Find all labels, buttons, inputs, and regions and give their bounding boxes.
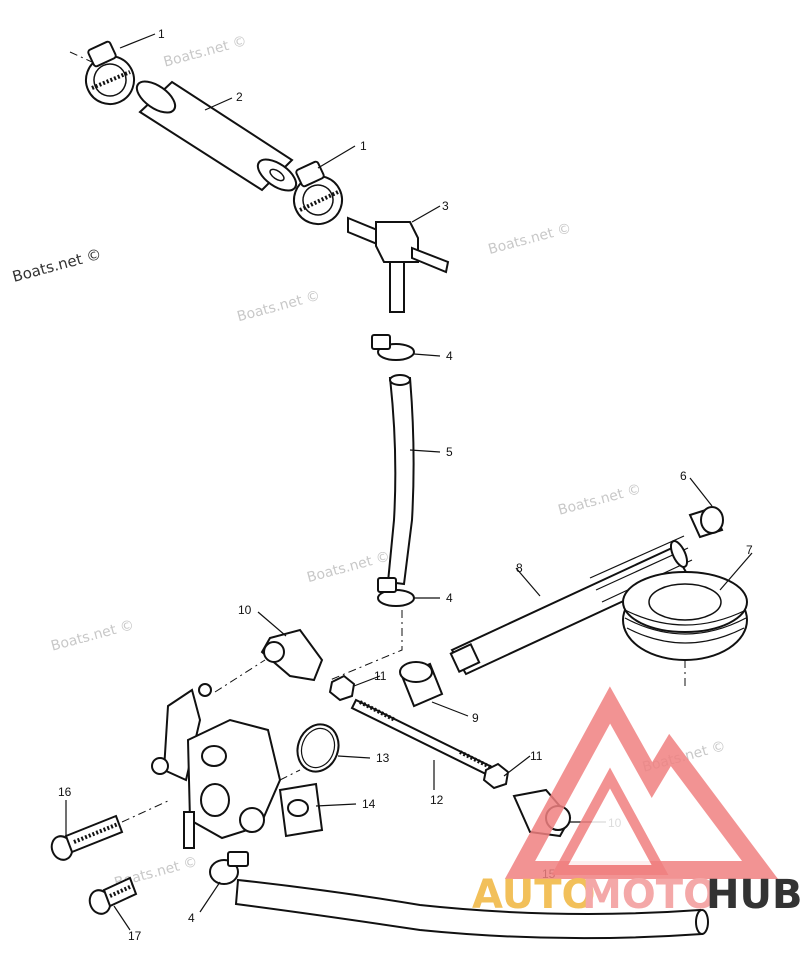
watermark: Boats.net © <box>556 481 643 519</box>
sleeve-bushing <box>399 661 444 708</box>
callout-9: 9 <box>472 711 479 725</box>
callout-5: 5 <box>446 445 453 459</box>
callout-6: 6 <box>680 469 687 483</box>
callout-13: 13 <box>376 751 390 765</box>
callout-numbers: 1 2 1 3 4 5 6 7 8 4 10 11 9 13 11 12 14 … <box>58 27 753 943</box>
callout-14: 14 <box>362 797 376 811</box>
callout-7: 7 <box>746 543 753 557</box>
callout-12: 12 <box>430 793 444 807</box>
watermark: Boats.net © <box>49 617 136 655</box>
hose-clamp-top <box>69 40 135 105</box>
leader-lines <box>65 33 753 931</box>
hose-short <box>135 80 298 192</box>
hose-clamp-bottom <box>209 851 249 885</box>
drive-gear <box>622 571 748 661</box>
callout-10: 10 <box>238 603 252 617</box>
callout-4: 4 <box>446 349 453 363</box>
outlet-hose <box>234 878 709 940</box>
screw-short <box>88 876 138 915</box>
nut-lower <box>482 762 510 790</box>
automotohub-logo: AUTO MOTO HUB <box>472 686 800 918</box>
callout-1: 1 <box>158 27 165 41</box>
hose-clamp-small-lower <box>377 577 415 607</box>
callout-11: 11 <box>374 669 387 683</box>
logo-moto: MOTO <box>582 872 717 918</box>
callout-4: 4 <box>446 591 453 605</box>
watermark: Boats.net © <box>418 0 505 2</box>
callout-11: 11 <box>530 749 543 763</box>
callout-2: 2 <box>236 90 243 104</box>
callout-4: 4 <box>188 911 195 925</box>
o-ring <box>296 723 340 773</box>
callout-3: 3 <box>442 199 449 213</box>
bushing <box>688 506 724 539</box>
logo-hub: HUB <box>706 872 800 918</box>
nut-upper <box>328 674 356 702</box>
callout-17: 17 <box>128 929 142 943</box>
callout-16: 16 <box>58 785 72 799</box>
callout-8: 8 <box>516 561 523 575</box>
watermark: Boats.net © <box>486 220 573 258</box>
watermark: Boats.net © <box>10 245 103 286</box>
rod-end-upper <box>260 628 324 682</box>
hose-clamp-small-upper <box>371 334 415 361</box>
drive-shaft <box>449 535 693 676</box>
watermark: Boats.net © <box>235 288 322 326</box>
callout-1: 1 <box>360 139 367 153</box>
hose-vertical <box>386 374 415 586</box>
watermarks: Boats.net © Boats.net © Boats.net © Boat… <box>49 0 727 891</box>
logo-auto: AUTO <box>472 872 596 918</box>
screw-long <box>50 814 124 861</box>
t-fitting <box>347 216 450 313</box>
watermark: Boats.net © <box>162 33 249 71</box>
hose-clamp-middle <box>293 160 343 225</box>
oil-pump <box>151 683 324 849</box>
